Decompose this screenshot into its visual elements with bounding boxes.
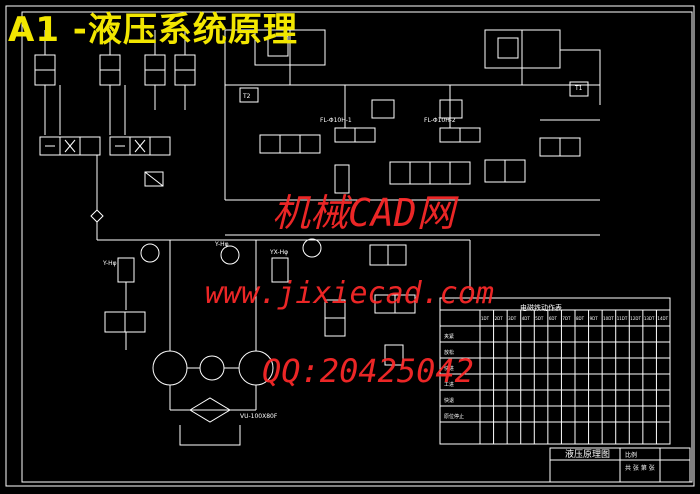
pressure-gauge-2	[220, 245, 240, 265]
table-column-header: 11DT	[617, 316, 628, 321]
table-column-header: 7DT	[562, 316, 571, 321]
center-valve-bank	[259, 99, 581, 194]
cylinder-group-right	[254, 29, 561, 69]
label-relief: Y-Hφ	[102, 260, 117, 267]
table-column-lines	[493, 310, 657, 444]
inner-frame	[21, 11, 693, 483]
motor	[199, 355, 225, 381]
label-gauge-a: Y-Hφ	[214, 241, 229, 248]
table-column-header: 9DT	[590, 316, 599, 321]
table-column-header: 13DT	[644, 316, 655, 321]
title-block	[549, 447, 691, 483]
check-valve-box	[144, 171, 164, 187]
table-row-label: 快进	[444, 365, 454, 372]
watermark-url: www.jixiecad.com	[205, 276, 494, 311]
filter-symbol	[90, 209, 104, 223]
table-column-header: 2DT	[495, 316, 504, 321]
watermark-qq: QQ:20425042	[262, 352, 474, 390]
solenoid-action-table	[439, 297, 671, 445]
table-column-header: 1DT	[481, 316, 490, 321]
table-column-header: 6DT	[549, 316, 558, 321]
table-column-header: 3DT	[508, 316, 517, 321]
watermark-site-name: 机械CAD网	[272, 191, 455, 235]
table-column-header: 12DT	[630, 316, 641, 321]
pressure-switch-t2	[239, 87, 259, 103]
label-t2: T2	[242, 93, 251, 100]
pump-1	[152, 350, 188, 386]
table-row-label: 快退	[444, 397, 454, 404]
label-gauge-b: YX-Hφ	[269, 249, 288, 256]
table-row-label: 放松	[444, 349, 454, 356]
label-fl1: FL-Φ10H-1	[320, 117, 352, 124]
table-heading: 电磁铁动作表	[520, 303, 562, 312]
title-block-name: 液压原理图	[565, 448, 610, 460]
label-fl2: FL-Φ10H-2	[424, 117, 456, 124]
outer-frame	[5, 5, 695, 487]
table-column-header: 10DT	[603, 316, 614, 321]
relief-valve-1	[117, 257, 135, 283]
pressure-switch-t1	[569, 81, 589, 97]
title-block-scale: 比例	[625, 451, 637, 459]
directional-valve-2	[109, 136, 171, 156]
table-column-header: 14DT	[657, 316, 668, 321]
pressure-gauge-1	[140, 243, 160, 263]
table-row-label: 工进	[444, 381, 454, 388]
label-t1: T1	[574, 85, 583, 92]
label-filter: VU-100X80F	[240, 413, 278, 420]
table-column-header: 8DT	[576, 316, 585, 321]
table-row-label: 夹紧	[444, 333, 454, 340]
directional-valve-1	[39, 136, 101, 156]
pressure-gauge-3	[302, 238, 322, 258]
table-row-label: 原位停止	[444, 413, 464, 420]
relief-valve-2	[271, 257, 289, 283]
table-column-header: 4DT	[522, 316, 531, 321]
table-column-header: 5DT	[535, 316, 544, 321]
oil-tank	[179, 425, 241, 446]
drawing-title: A1 -液压系统原理	[8, 10, 298, 50]
title-block-sheet: 共 张 第 张	[625, 464, 655, 472]
